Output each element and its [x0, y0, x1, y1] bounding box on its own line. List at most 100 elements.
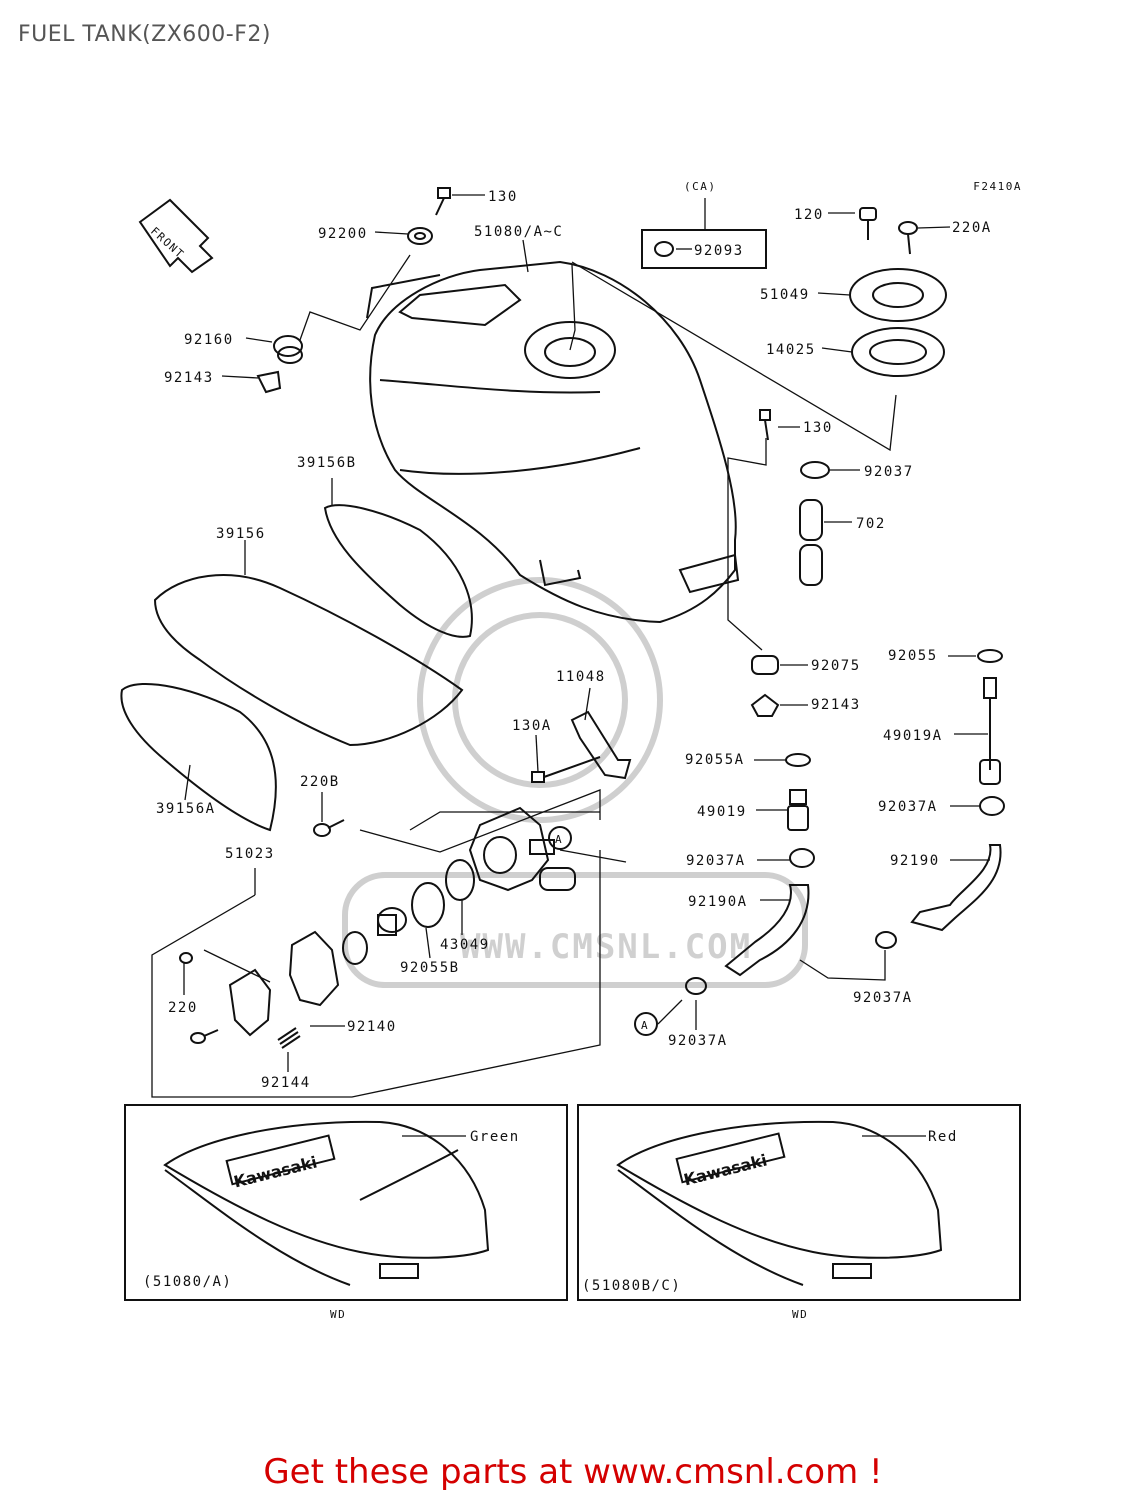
- part-label: 92200: [318, 226, 368, 242]
- part-label: 130A: [512, 718, 552, 734]
- part-label: 92143: [811, 697, 861, 713]
- pad-icon: [153, 574, 464, 747]
- variant-note: WD: [792, 1308, 808, 1321]
- part-label: 51049: [760, 287, 810, 303]
- variant-code-label: (51080/A): [143, 1274, 232, 1290]
- o-ring-icon: [785, 753, 811, 767]
- screw-icon: [179, 952, 193, 964]
- part-label: 130: [803, 420, 833, 436]
- part-label: 11048: [556, 669, 606, 685]
- part-label: 130: [488, 189, 518, 205]
- watermark-logo: WWW.CMSNL.COM: [342, 577, 808, 988]
- clamp-icon: [685, 977, 707, 995]
- fuel-tank-icon: [366, 260, 740, 624]
- part-label: 92037: [864, 464, 914, 480]
- pad-icon: [120, 683, 277, 832]
- watermark-text: WWW.CMSNL.COM: [460, 927, 752, 967]
- hose-icon: [799, 499, 823, 586]
- nut-icon: [654, 241, 674, 257]
- part-label: 92190A: [688, 894, 748, 910]
- screw-icon: [898, 221, 918, 255]
- knob-icon: [228, 968, 272, 1037]
- part-label: 120: [794, 207, 824, 223]
- variant-panel-green: Kawasaki Green (51080/A): [124, 1104, 568, 1301]
- cta-link[interactable]: Get these parts at www.cmsnl.com !: [263, 1452, 883, 1492]
- bolt-icon: [759, 409, 771, 441]
- variant-color-label: Green: [470, 1129, 520, 1145]
- gasket-ring-icon: [851, 327, 945, 377]
- part-label: 39156A: [156, 801, 216, 817]
- part-label: 92144: [261, 1075, 311, 1091]
- variant-code-label: (51080B/C): [582, 1278, 681, 1294]
- plate-icon: [288, 930, 340, 1007]
- variant-color-label: Red: [928, 1129, 958, 1145]
- part-label: 220A: [952, 220, 992, 236]
- part-label: 92143: [164, 370, 214, 386]
- washer-icon: [407, 227, 433, 245]
- part-label: 92140: [347, 1019, 397, 1035]
- screw-icon: [313, 819, 345, 837]
- pipe-icon: [979, 677, 1001, 785]
- part-label: 51080/A~C: [474, 224, 563, 240]
- part-label: 92190: [890, 853, 940, 869]
- svg-text:A: A: [641, 1019, 649, 1032]
- ca-label: (CA): [684, 180, 717, 193]
- grommet-icon: [273, 335, 303, 364]
- bolt-icon: [435, 187, 451, 216]
- damper-icon: [751, 655, 779, 675]
- part-label: 92160: [184, 332, 234, 348]
- svg-text:A: A: [555, 833, 563, 846]
- figure-code: F2410A: [973, 180, 1022, 193]
- reference-a-marker: A: [634, 1012, 658, 1036]
- leader-lines: [151, 194, 990, 1098]
- part-label: 39156: [216, 526, 266, 542]
- part-label: 92093: [694, 243, 744, 259]
- cap-bolt-icon: [859, 207, 877, 240]
- part-label: 14025: [766, 342, 816, 358]
- collar-icon: [256, 370, 282, 394]
- spring-icon: [277, 1027, 301, 1049]
- front-arrow-icon: FRONT: [138, 198, 214, 274]
- fitting-icon: [787, 789, 809, 831]
- part-label: 92037A: [878, 799, 938, 815]
- part-label: 43049: [440, 937, 490, 953]
- o-ring-icon: [411, 882, 445, 928]
- part-label: 702: [856, 516, 886, 532]
- o-ring-icon: [977, 649, 1003, 663]
- part-label: 220B: [300, 774, 340, 790]
- fuel-tap-body-icon: [468, 806, 576, 892]
- part-label: 92037A: [668, 1033, 728, 1049]
- page-title: FUEL TANK(ZX600-F2): [18, 22, 271, 47]
- clamp-icon: [979, 796, 1005, 816]
- ca-box: [641, 229, 767, 269]
- part-label: 51023: [225, 846, 275, 862]
- collar-icon: [750, 693, 780, 717]
- part-label: 92075: [811, 658, 861, 674]
- part-label: 92055A: [685, 752, 745, 768]
- part-label: 92037A: [853, 990, 913, 1006]
- lever-shaft-icon: [377, 907, 407, 936]
- brand-logo: Kawasaki: [682, 1150, 769, 1189]
- variant-panel-red: Kawasaki Red (51080B/C): [577, 1104, 1021, 1301]
- screw-icon: [190, 1029, 219, 1044]
- part-label: 92055B: [400, 960, 460, 976]
- hose-icon: [724, 884, 810, 977]
- reference-a-marker: A: [548, 826, 572, 850]
- bracket-icon: [570, 710, 632, 780]
- filter-icon: [445, 859, 475, 901]
- pad-icon: [323, 504, 473, 638]
- brand-logo: Kawasaki: [232, 1152, 319, 1191]
- variant-note: WD: [330, 1308, 346, 1321]
- part-label: 49019A: [883, 728, 943, 744]
- clamp-icon: [800, 461, 830, 479]
- clamp-icon: [875, 931, 897, 949]
- cap-assembly-icon: [849, 268, 947, 322]
- part-label: 92055: [888, 648, 938, 664]
- part-label: 49019: [697, 804, 747, 820]
- hose-icon: [910, 844, 1002, 932]
- o-ring-icon: [342, 931, 368, 965]
- part-label: 39156B: [297, 455, 357, 471]
- clamp-icon: [789, 848, 815, 868]
